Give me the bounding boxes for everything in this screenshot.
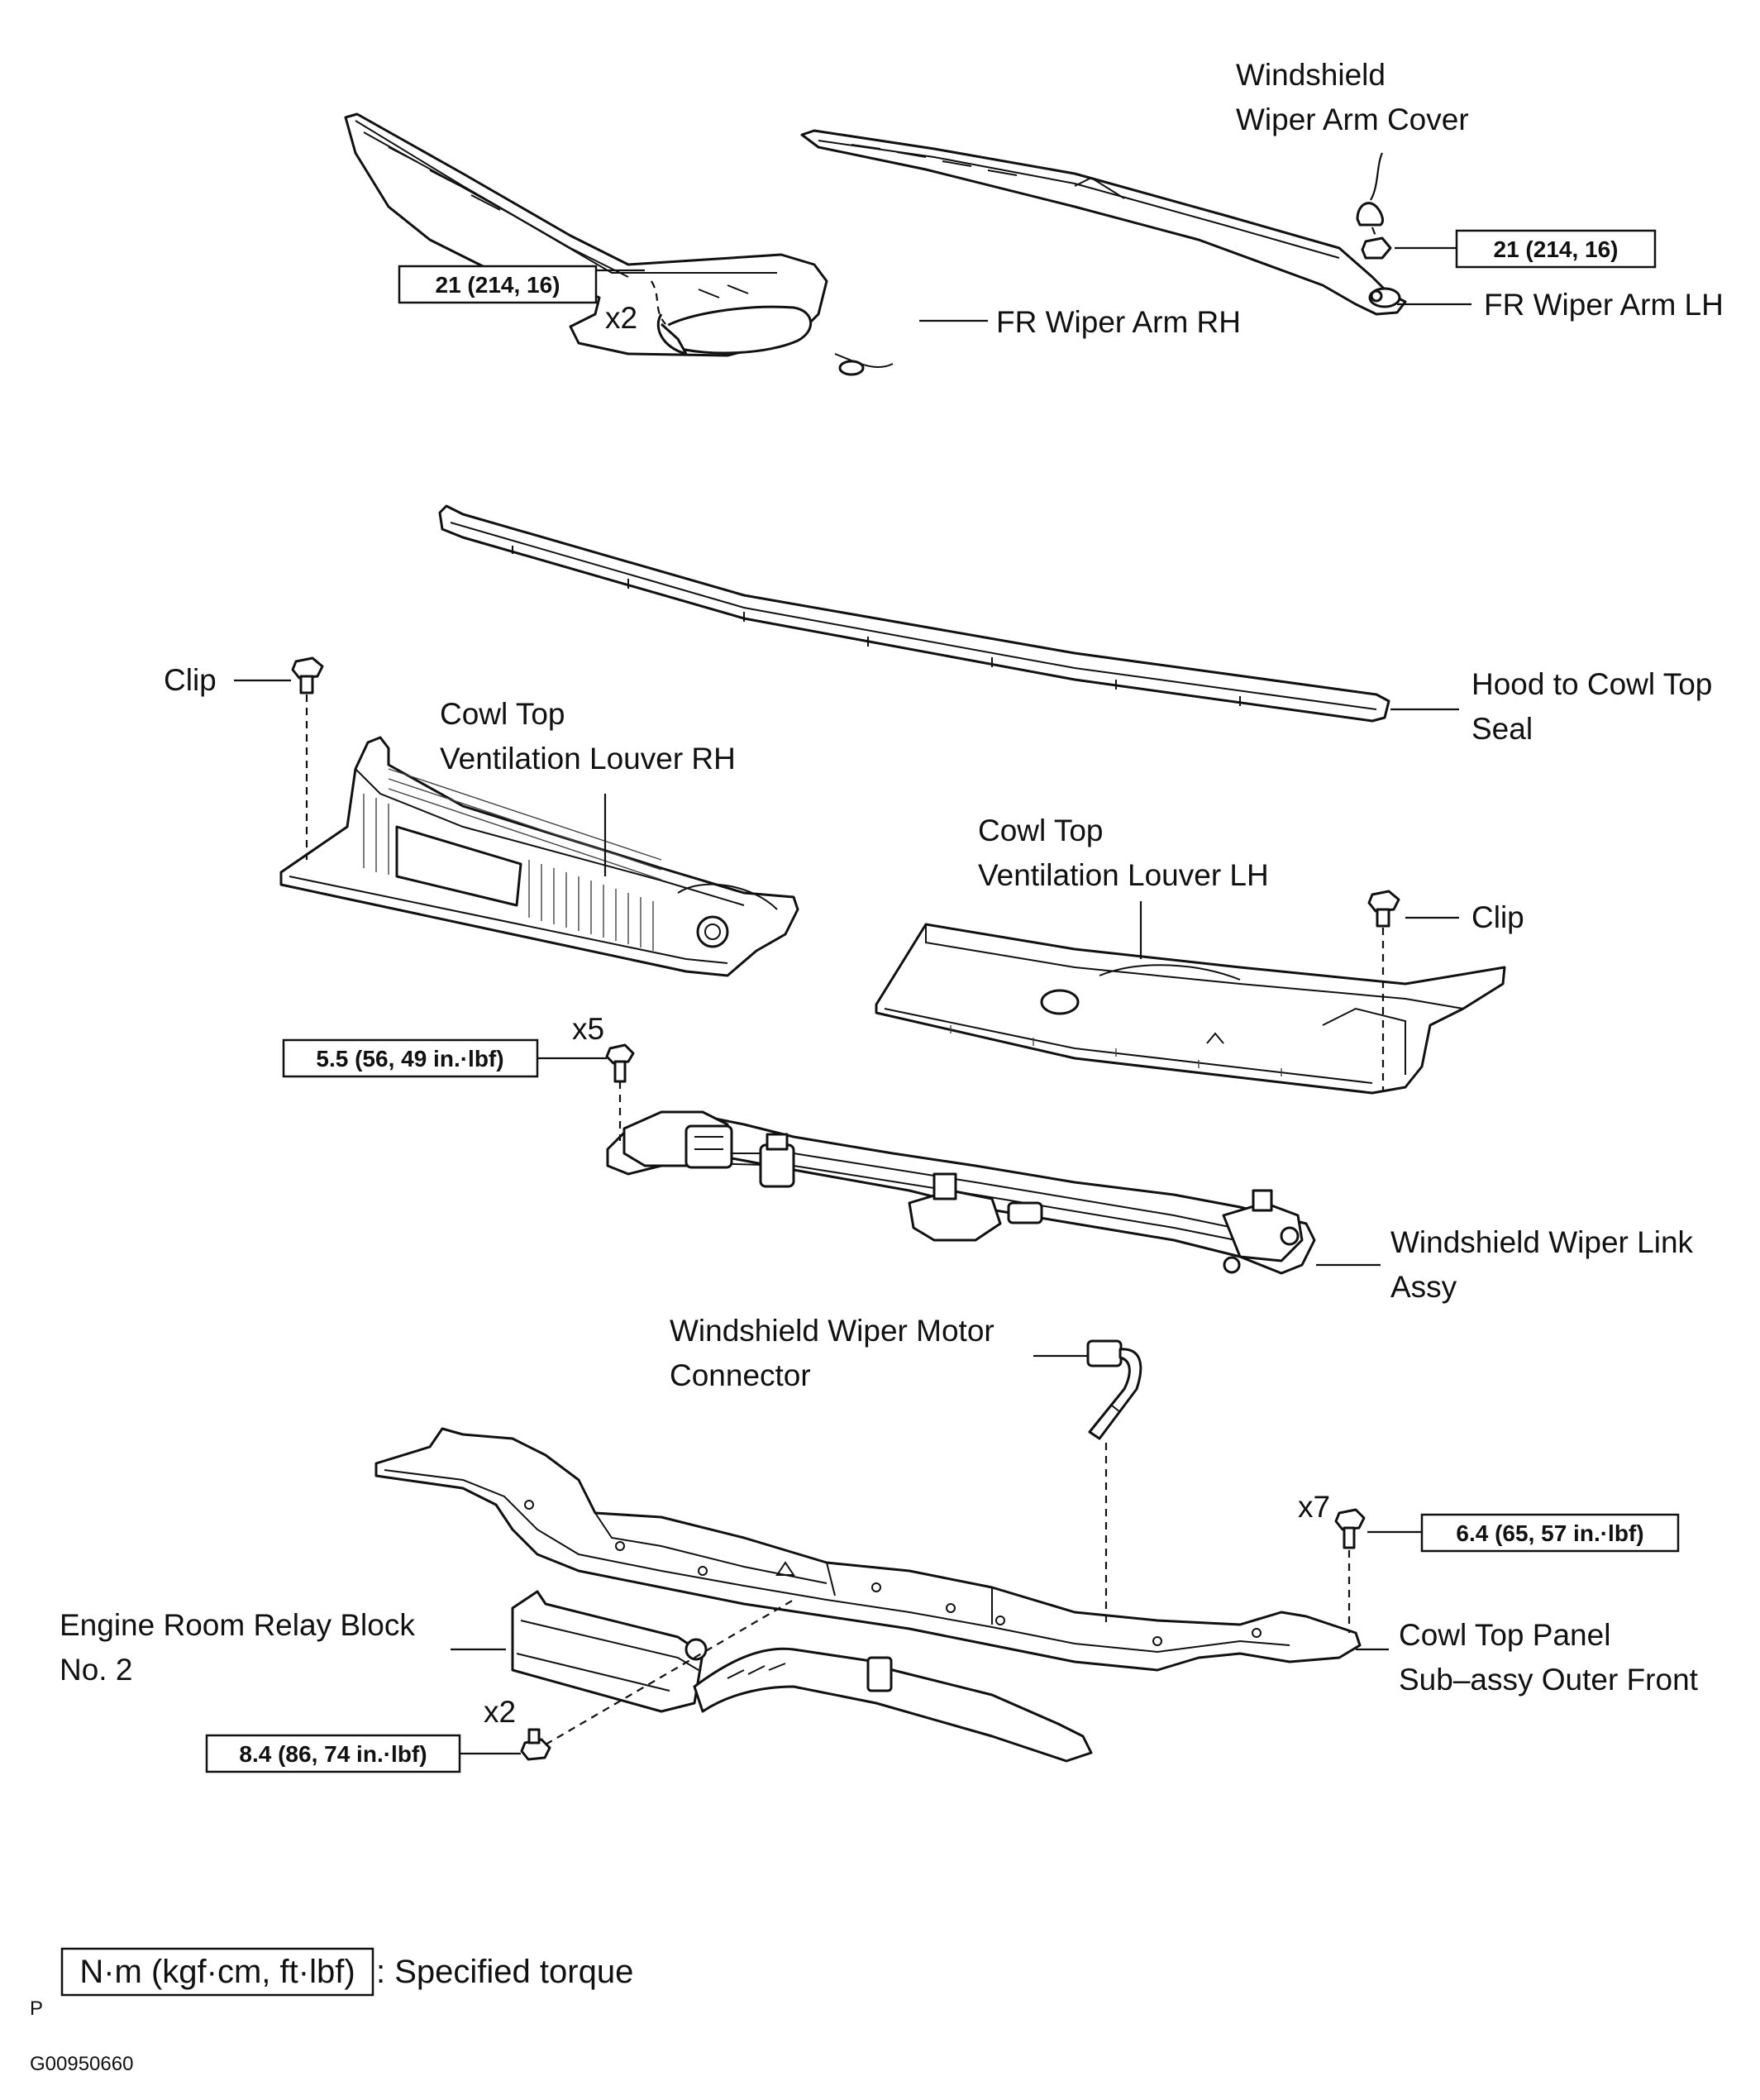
dashed-guides [305, 227, 1385, 1745]
label-wiper-arm-cover-2: Wiper Arm Cover [1236, 103, 1469, 136]
label-hood-seal-1: Hood to Cowl Top [1471, 667, 1712, 701]
label-relay-block-2: No. 2 [60, 1653, 132, 1687]
torque-panel-text: 6.4 (65, 57 in.·lbf) [1456, 1520, 1643, 1546]
fr-wiper-arm-lh-drawing [800, 129, 1407, 316]
label-fr-wiper-arm-rh: FR Wiper Arm RH [996, 305, 1241, 339]
label-clip-left: Clip [164, 663, 217, 697]
multiplier-panel: x7 [1298, 1490, 1330, 1524]
torque-box-panel: 6.4 (65, 57 in.·lbf) [1420, 1513, 1680, 1553]
multiplier-relay: x2 [484, 1695, 516, 1729]
fr-wiper-arm-rh-drawing [344, 112, 894, 376]
label-motor-connector-2: Connector [670, 1358, 811, 1392]
leader-lines [234, 152, 1471, 1755]
label-cowl-panel-2: Sub–assy Outer Front [1399, 1663, 1699, 1697]
wiper-link-drawing [605, 1043, 1316, 1275]
torque-box-relay: 8.4 (86, 74 in.·lbf) [205, 1734, 461, 1773]
label-wiper-link-2: Assy [1390, 1270, 1457, 1304]
torque-relay-text: 8.4 (86, 74 in.·lbf) [239, 1741, 427, 1767]
label-motor-connector-1: Windshield Wiper Motor [670, 1314, 994, 1348]
label-louver-rh-1: Cowl Top [440, 697, 565, 731]
clip-right-drawing [1367, 890, 1400, 928]
torque-link-text: 5.5 (56, 49 in.·lbf) [316, 1046, 503, 1071]
label-fr-wiper-arm-lh: FR Wiper Arm LH [1484, 288, 1724, 322]
multiplier-link: x5 [572, 1012, 604, 1046]
hood-to-cowl-seal-drawing [438, 504, 1390, 723]
footer-letter: P [30, 1997, 43, 2020]
footer-code: G00950660 [30, 2053, 133, 2075]
label-cowl-panel-1: Cowl Top Panel [1399, 1618, 1610, 1652]
clip-left-drawing [291, 656, 324, 694]
label-wiper-link-1: Windshield Wiper Link [1390, 1225, 1694, 1259]
torque-legend: N·m (kgf·cm, ft·lbf) : Specified torque [60, 1947, 633, 1997]
torque-box-arm-rh: 21 (214, 16) [398, 265, 598, 304]
motor-connector-drawing [1086, 1339, 1142, 1440]
torque-box-arm-lh: 21 (214, 16) [1455, 229, 1657, 269]
label-louver-lh-1: Cowl Top [978, 814, 1104, 847]
torque-arm-lh-text: 21 (214, 16) [1494, 236, 1619, 262]
label-hood-seal-2: Seal [1471, 712, 1533, 746]
label-wiper-arm-cover-1: Windshield [1236, 58, 1386, 92]
label-relay-block-1: Engine Room Relay Block [60, 1608, 415, 1642]
louver-rh-drawing [279, 736, 799, 977]
panel-bolt-drawing [1334, 1508, 1366, 1549]
torque-box-link: 5.5 (56, 49 in.·lbf) [282, 1038, 539, 1078]
cowl-panel-drawing [374, 1427, 1362, 1672]
legend-description: : Specified torque [376, 1954, 633, 1990]
label-clip-right: Clip [1471, 900, 1524, 934]
louver-lh-drawing [875, 923, 1506, 1095]
label-louver-lh-2: Ventilation Louver LH [978, 858, 1269, 892]
torque-arm-rh-text: 21 (214, 16) [436, 272, 560, 298]
multiplier-arm-rh: x2 [605, 301, 637, 335]
label-louver-rh-2: Ventilation Louver RH [440, 742, 736, 776]
legend-unit-text: N·m (kgf·cm, ft·lbf) [79, 1954, 355, 1990]
